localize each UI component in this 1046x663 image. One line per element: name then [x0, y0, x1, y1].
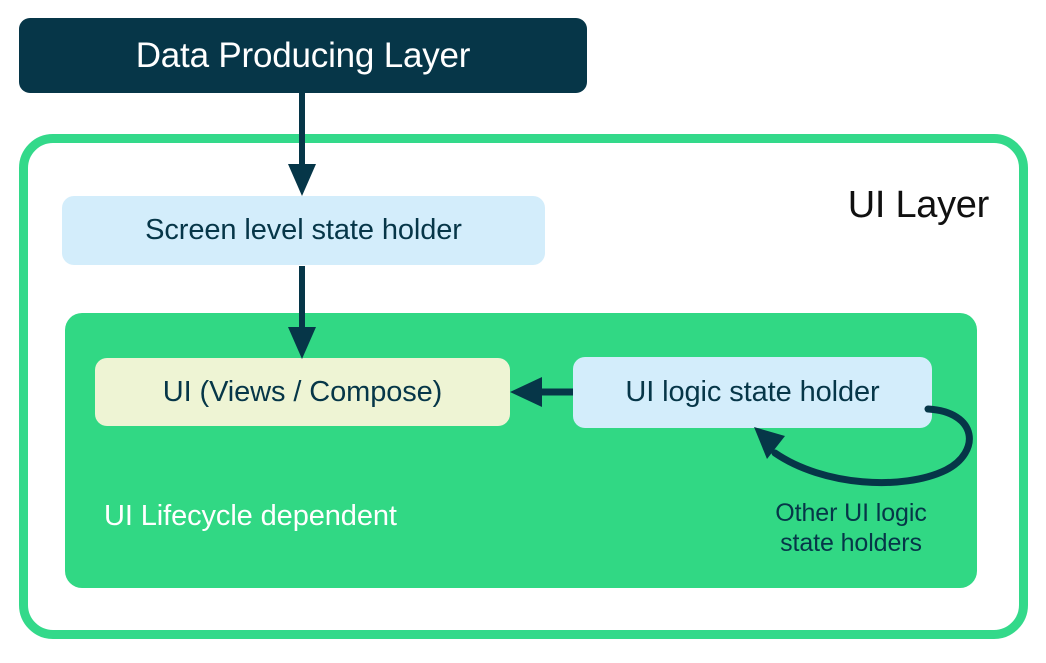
ui-logic-state-holder-node: UI logic state holder: [573, 357, 932, 428]
data-producing-layer-label: Data Producing Layer: [135, 36, 471, 75]
ui-layer-title: UI Layer: [847, 184, 990, 226]
ui-views-compose-node: UI (Views / Compose): [95, 358, 510, 426]
ui-views-compose-label: UI (Views / Compose): [162, 375, 443, 408]
ui-lifecycle-dependent-label: UI Lifecycle dependent: [104, 500, 397, 532]
screen-level-state-holder-label: Screen level state holder: [145, 214, 462, 246]
screen-level-state-holder-node: Screen level state holder: [62, 196, 545, 265]
ui-layer-container: [19, 134, 1028, 639]
ui-logic-state-holder-label: UI logic state holder: [625, 376, 880, 408]
other-ui-logic-state-holders-line2: state holders: [780, 529, 922, 557]
other-ui-logic-state-holders-caption: Other UI logic state holders: [740, 498, 962, 558]
other-ui-logic-state-holders-line1: Other UI logic: [775, 499, 927, 527]
data-producing-layer-node: Data Producing Layer: [19, 18, 587, 93]
